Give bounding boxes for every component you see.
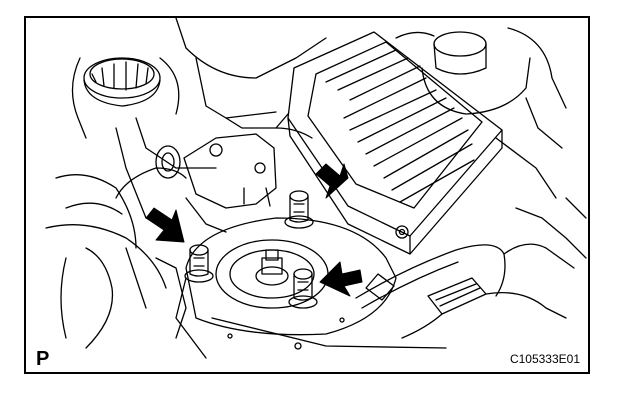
arrow-right-nut [319,261,363,297]
strut-mount-plate [175,217,447,359]
view-code-label: P [36,348,50,370]
figure-id-label: C105333E01 [509,352,580,366]
engine-bay-illustration [45,18,587,359]
left-hose-assembly [45,145,187,349]
upper-nut [284,190,314,229]
upper-housing [115,18,327,219]
wiring-harness [355,197,587,339]
arrow-upper-nut [315,163,349,199]
reservoir-cap [71,57,180,139]
diagram-frame: P C105333E01 [24,16,590,374]
right-nut [288,268,318,309]
ecu-module [287,31,557,255]
center-bracket [183,127,313,233]
coolant-reservoir [395,27,567,149]
arrow-left-nut [145,207,185,243]
left-nut [184,244,214,283]
